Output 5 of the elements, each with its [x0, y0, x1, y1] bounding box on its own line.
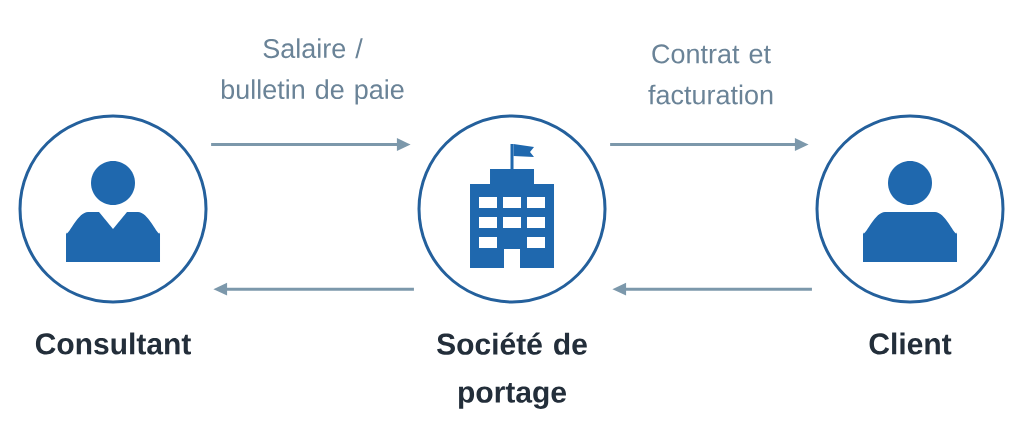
edge-label: Salaire / bulletin de paie	[221, 38, 404, 105]
node-label: Consultant	[35, 332, 191, 355]
node-label: Société de portage	[437, 332, 587, 409]
node-label: Client	[869, 332, 952, 355]
edge-label: Contrat et facturation	[648, 44, 773, 105]
